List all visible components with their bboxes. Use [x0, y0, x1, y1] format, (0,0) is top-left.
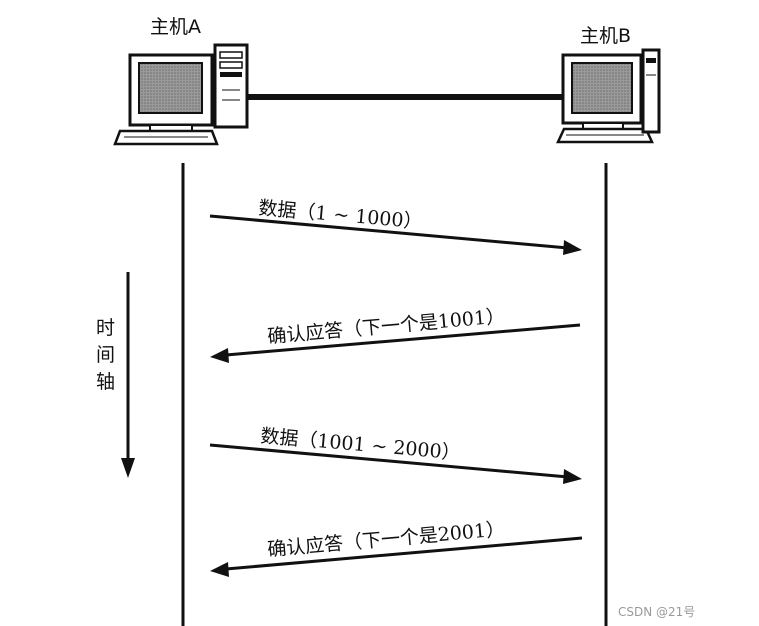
watermark: CSDN @21号 — [618, 605, 695, 619]
time-axis-arrow — [121, 272, 135, 478]
time-axis-char: 轴 — [96, 371, 115, 393]
message-arrow — [210, 323, 581, 363]
host-b-label: 主机B — [580, 25, 631, 47]
message-arrow — [210, 536, 583, 577]
time-axis-char: 间 — [96, 344, 115, 366]
message-arrow — [209, 443, 582, 484]
host-b-computer-icon — [556, 48, 661, 144]
host-a-label: 主机A — [150, 16, 201, 38]
message-arrow — [209, 214, 582, 255]
time-axis-char: 时 — [96, 317, 115, 339]
host-a-computer-icon — [113, 43, 249, 146]
